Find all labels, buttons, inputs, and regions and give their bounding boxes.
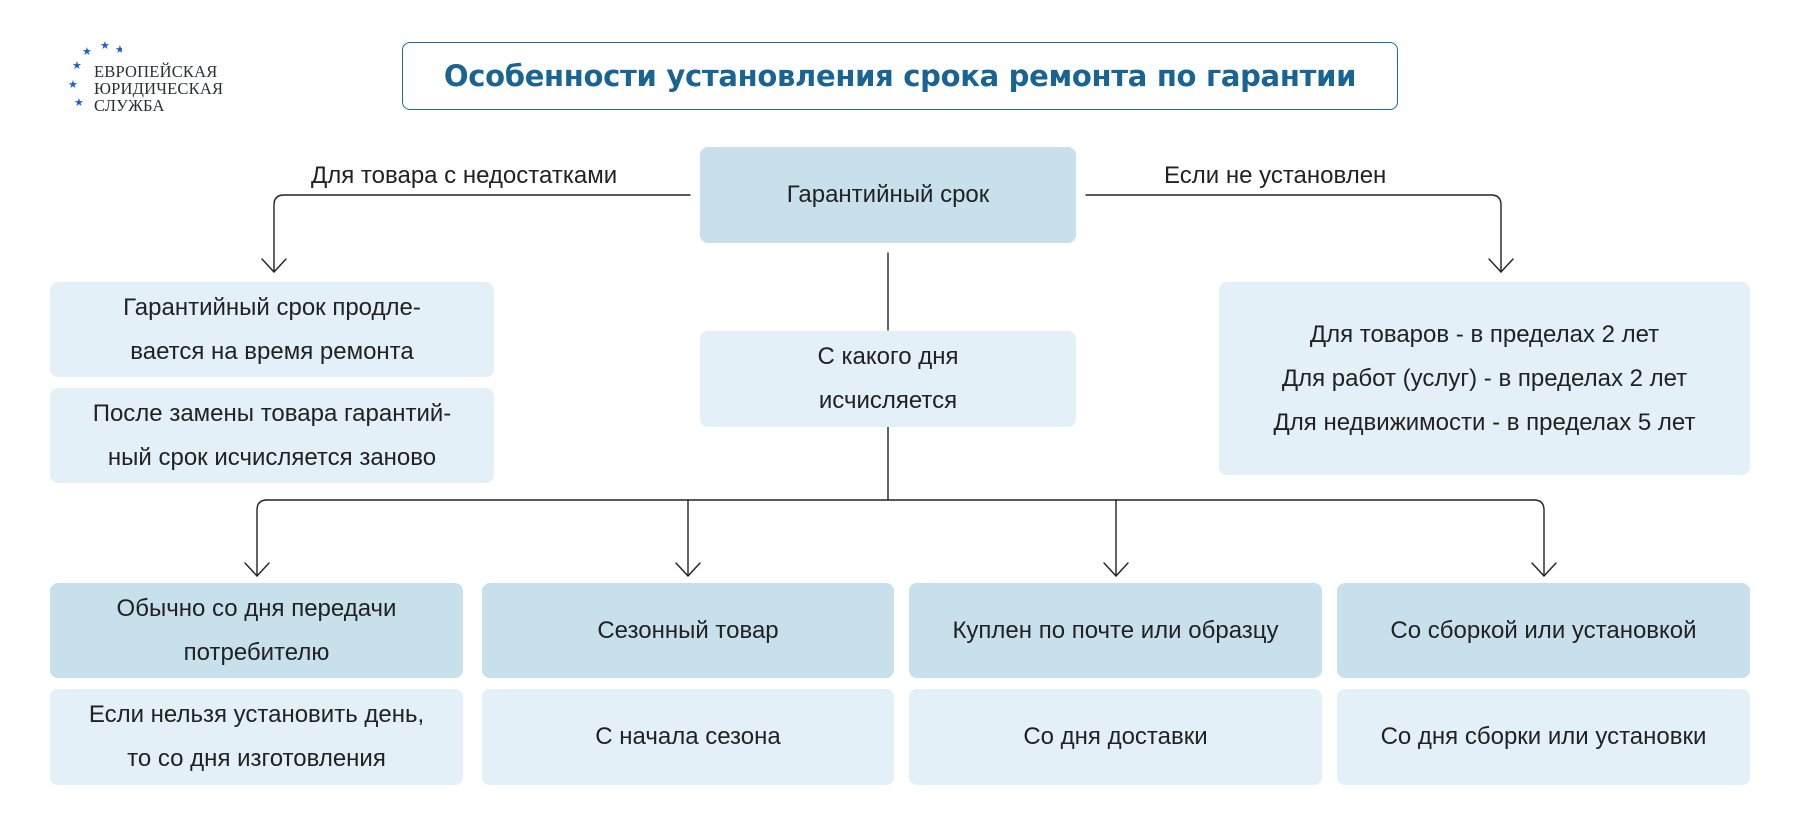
logo-text: ЕВРОПЕЙСКАЯ ЮРИДИЧЕСКАЯ СЛУЖБА (94, 63, 223, 114)
case-detail-box: Со дня сборки или установки (1337, 689, 1750, 785)
svg-text:★: ★ (100, 39, 110, 52)
left-item-box: После замены товара гарантий- ный срок и… (50, 388, 494, 483)
arrow-down (1103, 562, 1129, 577)
left-item-line: вается на время ремонта (130, 337, 414, 365)
right-branch-line (1085, 194, 1502, 273)
right-branch-arrow (1488, 258, 1514, 273)
eu-stars-icon: ★ ★ ★ ★ ★ ★ (68, 39, 122, 109)
svg-text:★: ★ (115, 43, 122, 56)
logo-line: ЮРИДИЧЕСКАЯ (94, 79, 224, 98)
page-title: Особенности установления срока ремонта п… (443, 59, 1357, 93)
svg-text:★: ★ (68, 78, 78, 91)
case-detail-box: Со дня доставки (909, 689, 1322, 785)
arrow-down (675, 562, 701, 577)
left-item-line: После замены товара гарантий- (92, 399, 452, 427)
right-item-line: Для недвижимости - в пределах 5 лет (1273, 408, 1696, 436)
svg-text:★: ★ (72, 59, 82, 72)
root-box: Гарантийный срок (700, 147, 1076, 243)
case-detail-line: Со дня доставки (1023, 723, 1208, 750)
logo-line: ЕВРОПЕЙСКАЯ (94, 62, 218, 81)
case-header-line: потребителю (183, 638, 330, 666)
arrow-down (1531, 562, 1557, 577)
right-item-line: Для работ (услуг) - в пределах 2 лет (1281, 364, 1688, 392)
title-box: Особенности установления срока ремонта п… (402, 42, 1398, 110)
logo: ★ ★ ★ ★ ★ ★ ЕВРОПЕЙСКАЯ ЮРИДИЧЕСКАЯ СЛУЖ… (62, 36, 262, 122)
right-branch-label: Если не установлен (1164, 162, 1387, 189)
case-header-box: Куплен по почте или образцу (909, 583, 1322, 678)
left-item-line: Гарантийный срок продле- (123, 293, 421, 321)
case-header-box: Со сборкой или установкой (1337, 583, 1750, 678)
right-item-line: Для товаров - в пределах 2 лет (1309, 320, 1660, 348)
case-header-line: Сезонный товар (597, 616, 779, 644)
case-detail-box: С начала сезона (482, 689, 894, 785)
left-branch-arrow (261, 258, 287, 273)
logo-line: СЛУЖБА (94, 96, 165, 115)
case-header-line: Куплен по почте или образцу (952, 616, 1279, 644)
root-label: Гарантийный срок (786, 181, 990, 208)
middle-box: С какого дня исчисляется (700, 331, 1076, 427)
case-detail-line: то со дня изготовления (127, 745, 386, 772)
middle-line: С какого дня (817, 343, 959, 370)
right-item-box: Для товаров - в пределах 2 лет Для работ… (1219, 282, 1750, 475)
case-detail-line: С начала сезона (595, 723, 781, 750)
case-header-box: Обычно со дня передачи потребителю (50, 583, 463, 678)
case-detail-line: Со дня сборки или установки (1380, 723, 1707, 750)
case-header-line: Со сборкой или установкой (1390, 616, 1697, 644)
left-branch-label: Для товара с недостатками (311, 162, 618, 189)
case-detail-line: Если нельзя установить день, (88, 701, 425, 728)
case-header-line: Обычно со дня передачи (116, 594, 397, 622)
svg-text:★: ★ (74, 96, 84, 109)
left-branch-line (273, 194, 691, 273)
case-detail-box: Если нельзя установить день, то со дня и… (50, 689, 463, 785)
svg-text:★: ★ (82, 45, 92, 58)
arrow-down (244, 562, 270, 577)
left-item-line: ный срок исчисляется заново (107, 443, 437, 471)
middle-line: исчисляется (818, 387, 958, 414)
case-header-box: Сезонный товар (482, 583, 894, 678)
left-item-box: Гарантийный срок продле- вается на время… (50, 282, 494, 377)
